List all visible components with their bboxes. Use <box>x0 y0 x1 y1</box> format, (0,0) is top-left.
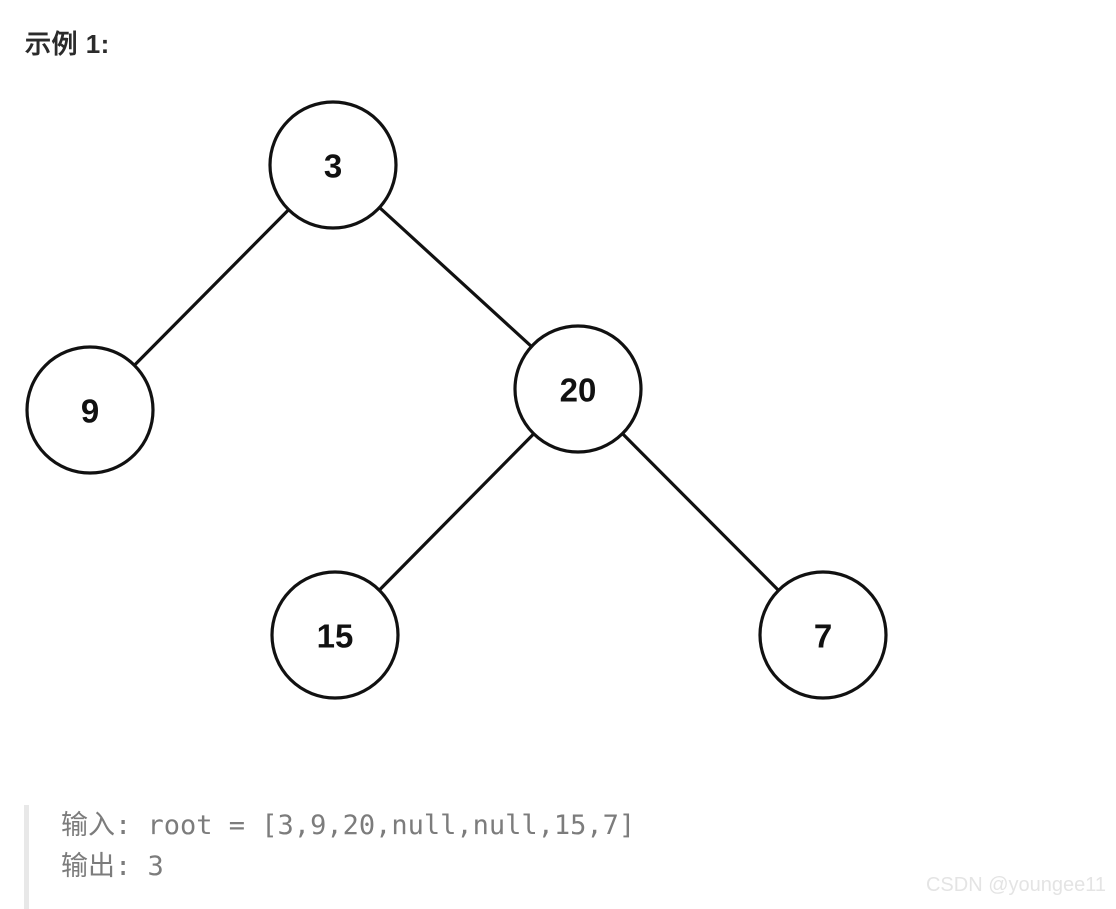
binary-tree-figure: 3 9 20 15 7 <box>0 70 1116 730</box>
io-block: 输入: root = [3,9,20,null,null,15,7] 输出: 3 <box>24 805 1084 909</box>
input-line: 输入: root = [3,9,20,null,null,15,7] <box>61 810 636 841</box>
tree-edge-right-to-right-right <box>620 431 781 593</box>
tree-node-7: 7 <box>758 570 888 700</box>
node-circle-7 <box>758 570 888 700</box>
page-title: 示例 1: <box>25 29 110 59</box>
node-label-3: 3 <box>324 148 342 185</box>
tree-node-layer: 3 9 20 15 7 <box>25 100 888 700</box>
node-circle-15 <box>270 570 400 700</box>
node-label-15: 15 <box>317 618 354 655</box>
tree-node-15: 15 <box>270 570 400 700</box>
tree-edge-right-to-right-left <box>377 431 536 593</box>
node-label-20: 20 <box>560 372 597 409</box>
tree-node-9: 9 <box>25 345 155 475</box>
tree-edge-layer <box>132 205 781 593</box>
tree-node-3: 3 <box>268 100 398 230</box>
output-line: 输出: 3 <box>61 851 164 882</box>
tree-edge-root-to-right <box>377 205 534 349</box>
csdn-watermark: CSDN @youngee11 <box>925 874 1106 896</box>
node-label-7: 7 <box>814 618 832 655</box>
node-label-9: 9 <box>81 393 99 430</box>
node-circle-9 <box>25 345 155 475</box>
tree-edge-root-to-left <box>132 207 291 368</box>
binary-tree-svg: 3 9 20 15 7 <box>25 100 888 700</box>
tree-node-20: 20 <box>513 324 643 454</box>
node-circle-3 <box>268 100 398 230</box>
node-circle-20 <box>513 324 643 454</box>
